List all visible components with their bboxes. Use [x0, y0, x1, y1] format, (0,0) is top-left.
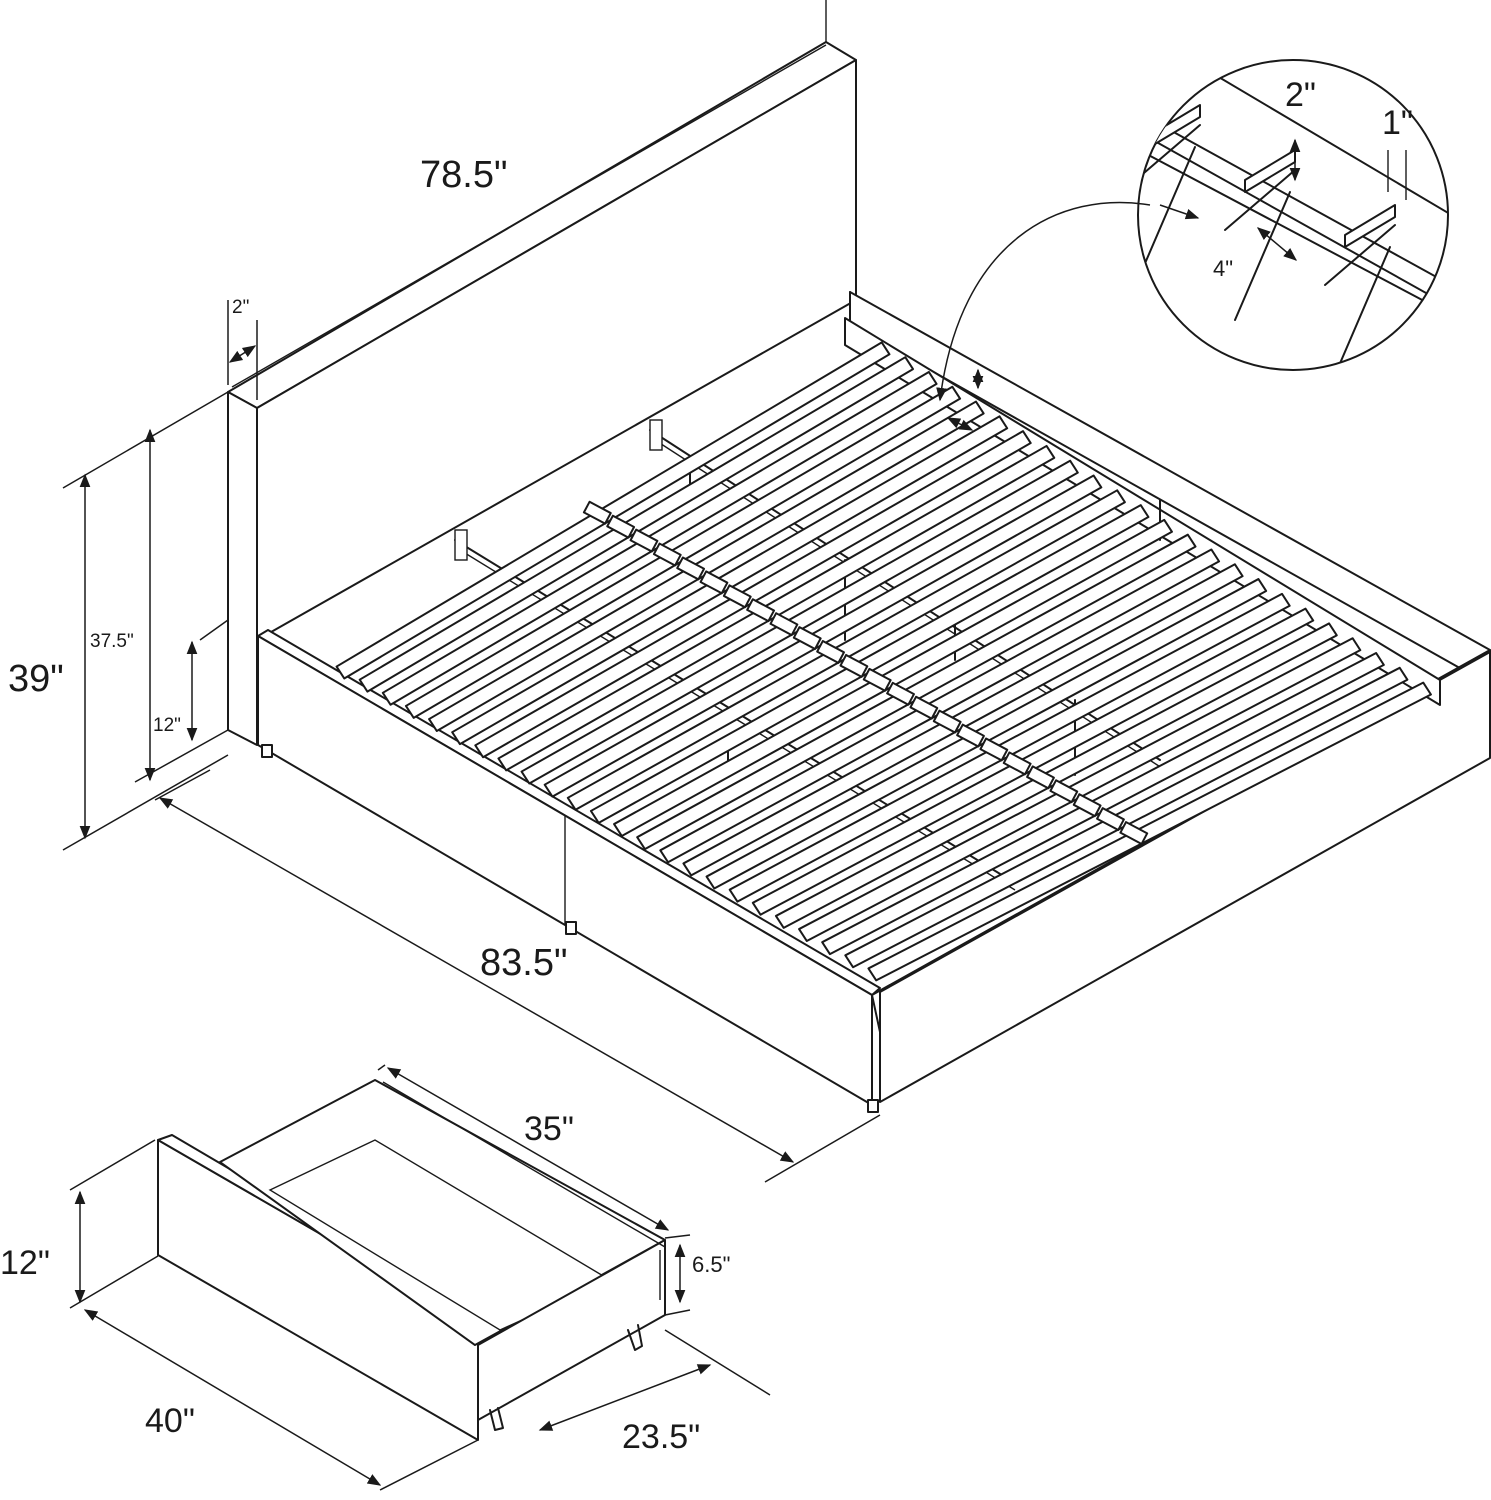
drawer-front-width-label: 40" [145, 1402, 195, 1440]
slat-clip [746, 598, 776, 623]
slat [867, 681, 1432, 982]
slat-clip [886, 681, 915, 706]
slats [335, 341, 1432, 982]
slat-clip [769, 612, 799, 637]
slat-clip [606, 514, 636, 539]
detail-slat-edge [1334, 246, 1391, 370]
slat [451, 415, 1009, 746]
slat-height-label: 2" [1285, 76, 1316, 114]
headboard-panel-height-label: 37.5" [90, 631, 134, 652]
detail-slat-clip [1344, 204, 1396, 248]
drawer-length-label: 35" [524, 1110, 574, 1148]
slat-clip [652, 542, 682, 567]
slat-clip [676, 556, 706, 581]
drawer-front-height-label: 12" [0, 1244, 50, 1282]
slat-clip [699, 570, 729, 595]
slat-clip [1049, 779, 1079, 804]
slat [543, 474, 1103, 798]
slat-clip [1119, 821, 1149, 845]
headboard-thickness-label: 2" [232, 297, 250, 318]
slat-clip [629, 528, 659, 553]
detail-slat-clip [1149, 104, 1201, 148]
slat-clip [792, 626, 822, 650]
overall-height-label: 39" [8, 658, 64, 700]
slat-detail-view [1137, 59, 1449, 371]
slat [497, 444, 1056, 772]
detail-slat-edge [1234, 191, 1291, 321]
detail-slat-edge [1139, 146, 1196, 276]
slat-clip [816, 640, 845, 664]
slat-clip [932, 709, 962, 734]
slat [474, 430, 1032, 759]
slat-gap-label: 4" [1213, 256, 1234, 281]
detail-slat-edge [1224, 169, 1296, 231]
slat [335, 341, 891, 680]
slat-clip [979, 737, 1009, 762]
slat [404, 385, 962, 719]
headboard-width-label: 78.5" [420, 154, 508, 196]
slat [844, 666, 1409, 969]
drawer-box-height-label: 6.5" [692, 1252, 731, 1277]
slat-clip [839, 653, 869, 678]
slat [821, 652, 1385, 956]
slat-clip [1002, 751, 1032, 776]
slat [381, 370, 938, 706]
headboard [227, 0, 857, 746]
slat-clip [956, 723, 985, 748]
drawer-box-width-label: 23.5" [622, 1418, 701, 1456]
bed-length-label: 83.5" [480, 942, 568, 984]
slat [798, 637, 1362, 942]
dimension-lines [62, 201, 1151, 1491]
slat-clip [1096, 807, 1125, 832]
drawer [157, 1079, 666, 1441]
slat [428, 400, 985, 732]
slat [520, 459, 1079, 785]
slat [358, 356, 915, 693]
slat-clip [582, 500, 612, 525]
slat-clip [722, 584, 752, 609]
slat-clip [909, 695, 939, 720]
slat-thickness-label: 1" [1382, 104, 1413, 142]
frame-clearance-label: 12" [153, 715, 181, 736]
slat-clip [1026, 765, 1055, 790]
slat-clip [862, 667, 892, 692]
slat-clip [1072, 793, 1102, 818]
detail-slat-edge [1324, 224, 1396, 286]
